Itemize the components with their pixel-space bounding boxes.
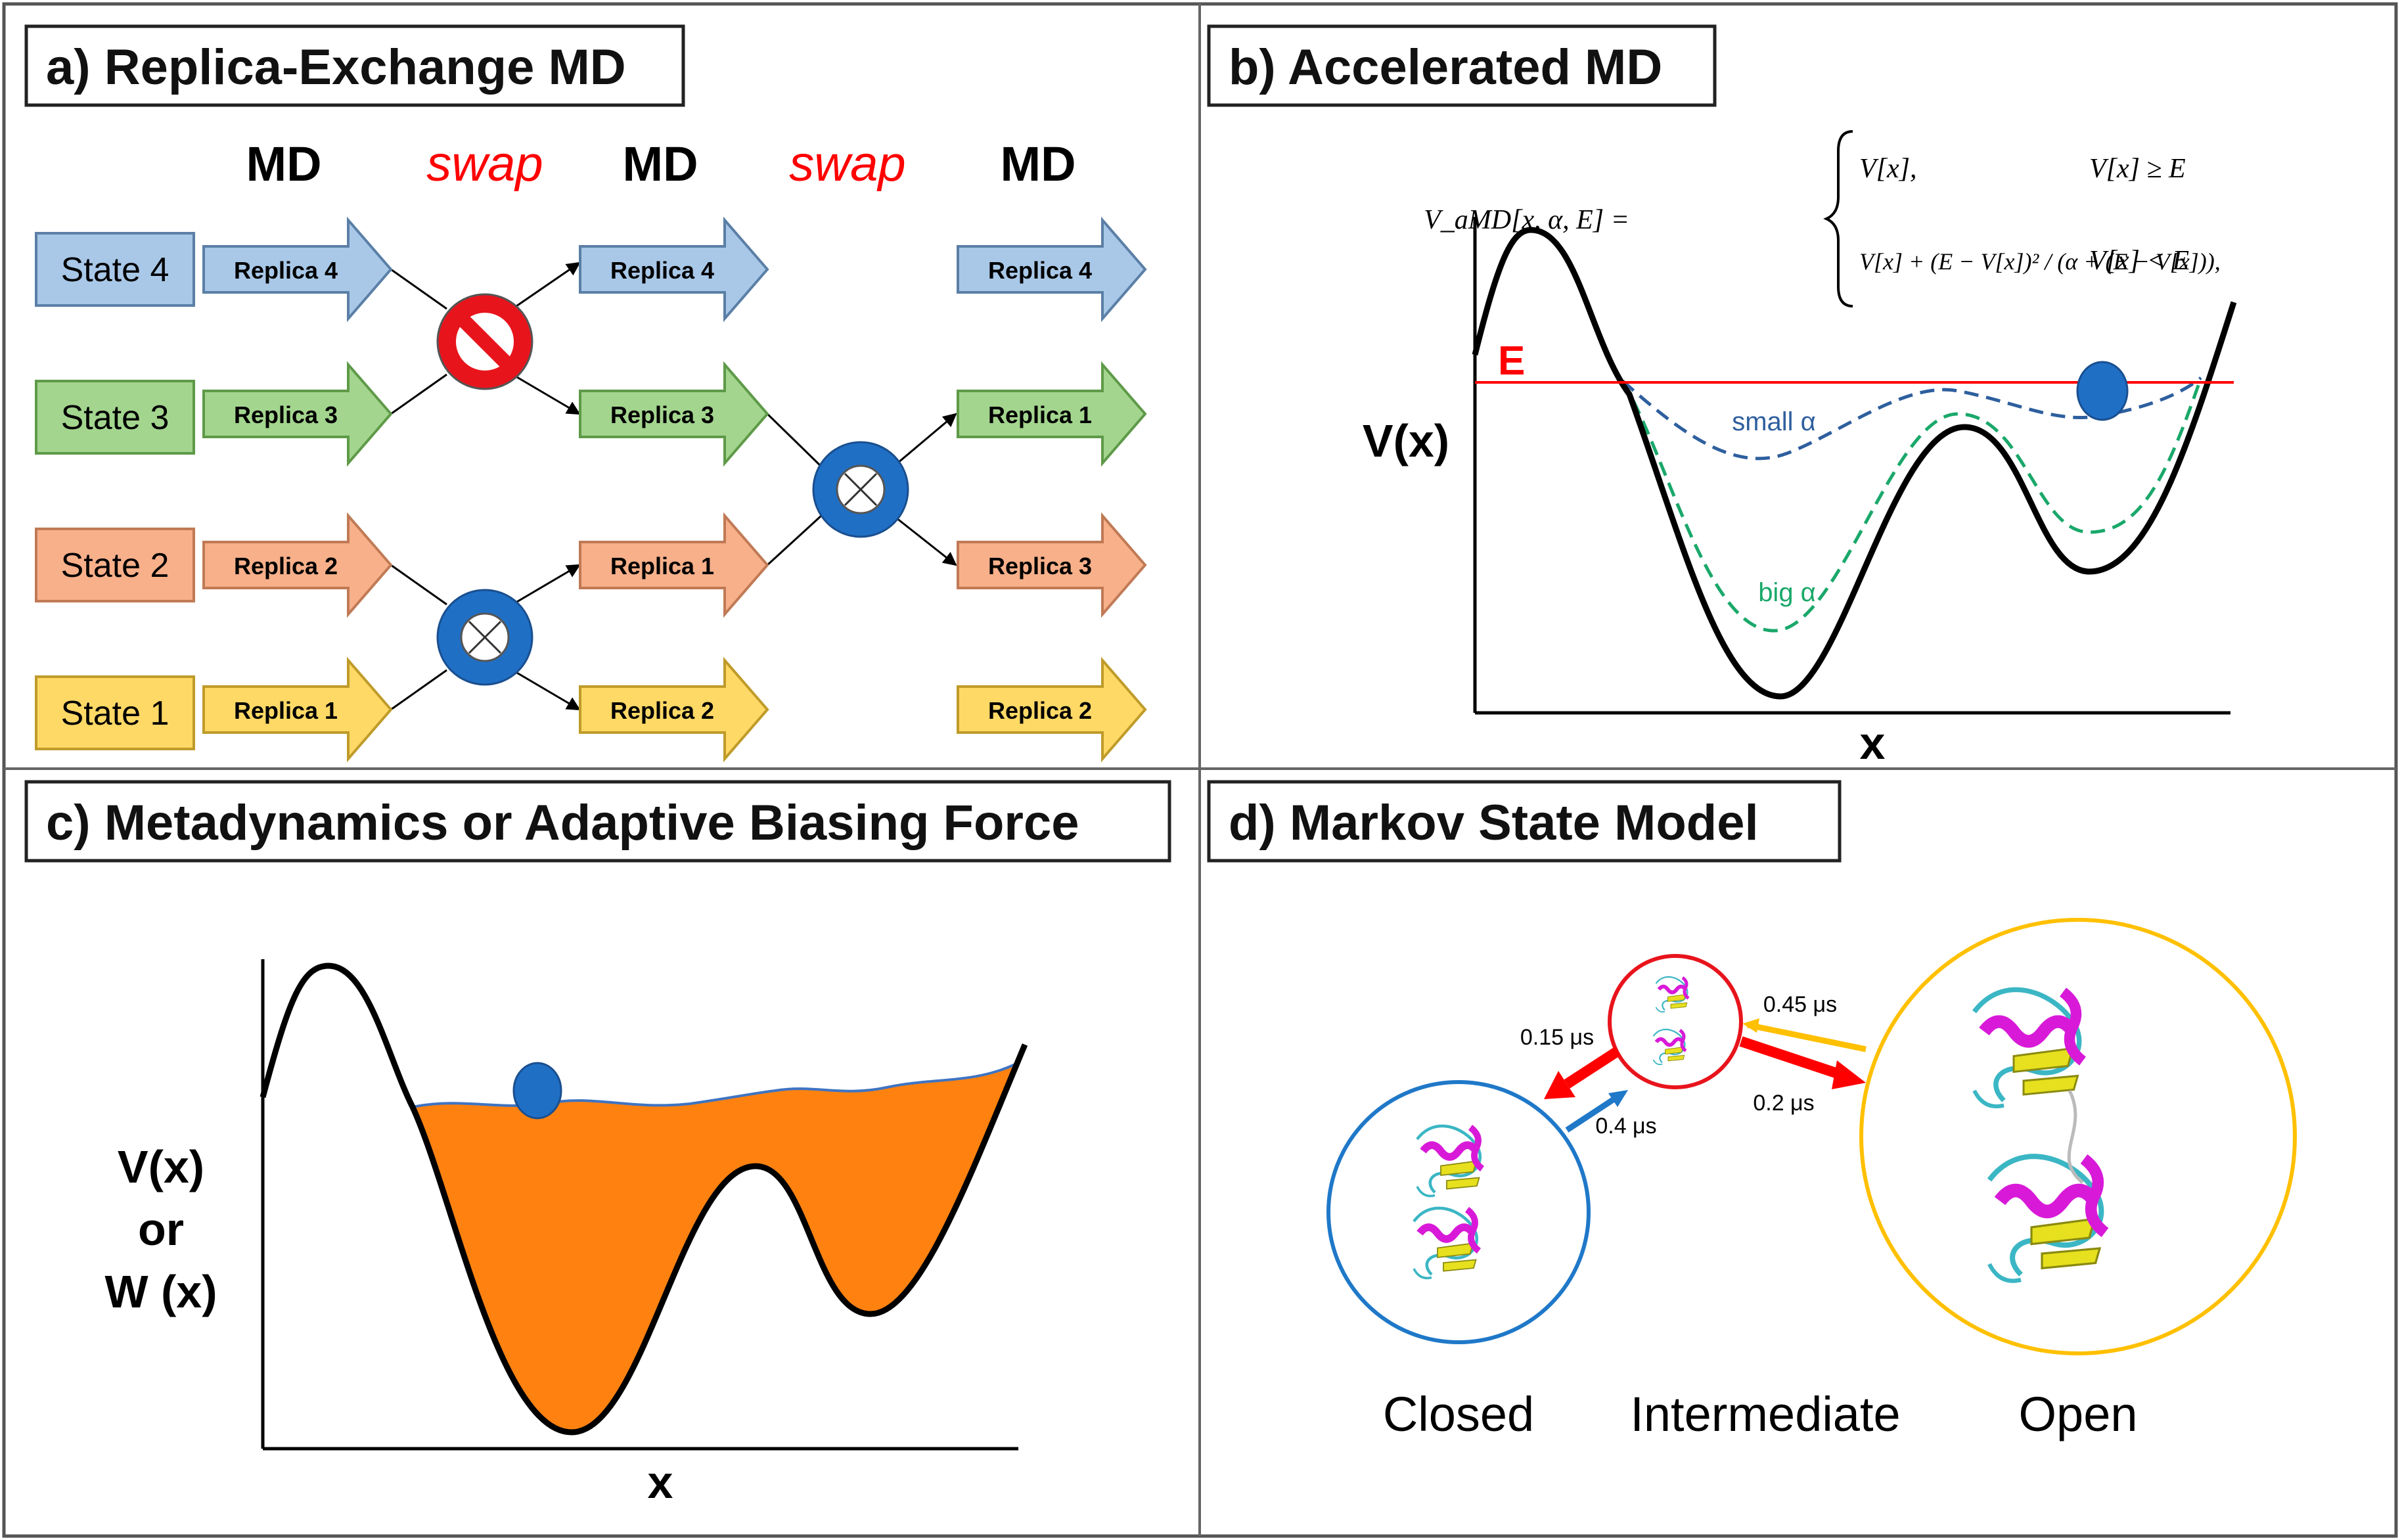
transition-time-to-open: 0.2 μs <box>1753 1091 1814 1116</box>
replica-arrow: Replica 2 <box>579 656 769 763</box>
replica-arrow: Replica 4 <box>202 216 393 323</box>
replica-arrow: Replica 2 <box>202 512 393 618</box>
replica-label: Replica 3 <box>234 401 338 428</box>
big-alpha-curve <box>1621 377 2203 633</box>
state-label: State 4 <box>61 251 170 289</box>
closed-label: Closed <box>1383 1387 1534 1441</box>
panel-a-title-box <box>24 24 685 107</box>
potential-curve <box>260 962 1028 1436</box>
potential-curve <box>1472 227 2237 700</box>
replica-label: Replica 1 <box>610 553 714 579</box>
blocked-swap-icon <box>436 293 533 390</box>
header-swap-1: swap <box>426 136 543 192</box>
panel-d: d) Markov State Model <box>1207 780 2297 1441</box>
state-box-1: State 1 <box>35 675 195 750</box>
replica-arrow: Replica 3 <box>202 361 393 467</box>
open-state <box>1859 918 2297 1355</box>
replica-arrow: Replica 4 <box>957 216 1147 323</box>
replica-label: Replica 1 <box>988 401 1092 428</box>
transition-time-open-back: 0.45 μs <box>1763 992 1837 1017</box>
amd-equation: V_aMD[x, α, E] = V[x], V[x] ≥ E V[x] + (… <box>1424 130 2221 307</box>
state-label: State 3 <box>61 399 170 437</box>
transition-arrows <box>1544 1018 1867 1133</box>
equation-case-1: V[x], <box>1859 154 1917 184</box>
y-axis-label-line-3: W (x) <box>104 1266 217 1317</box>
x-axis-label: x <box>648 1457 673 1508</box>
panel-b-title: b) Accelerated MD <box>1229 39 1662 95</box>
panel-c-title: c) Metadynamics or Adaptive Biasing Forc… <box>46 795 1079 851</box>
allowed-swap-icon <box>812 441 909 538</box>
replica-label: Replica 2 <box>610 697 714 724</box>
state-box-4: State 4 <box>35 232 195 307</box>
replica-arrow: Replica 1 <box>957 361 1147 467</box>
replica-label: Replica 1 <box>234 697 338 724</box>
open-label: Open <box>2018 1387 2137 1441</box>
header-swap-2: swap <box>789 136 905 192</box>
x-axis-label: x <box>1860 717 1886 769</box>
replica-label: Replica 4 <box>610 257 714 284</box>
transition-time-to-intermediate: 0.4 μs <box>1595 1114 1656 1139</box>
intermediate-label: Intermediate <box>1630 1387 1900 1441</box>
state-label: State 2 <box>61 547 170 585</box>
replica-arrow: Replica 1 <box>579 512 769 618</box>
energy-label: E <box>1498 338 1525 384</box>
state-box-3: State 3 <box>35 380 195 455</box>
big-alpha-label: big α <box>1758 578 1816 607</box>
equation-cond-2: V[x] < E <box>2089 246 2189 276</box>
header-md-1: MD <box>246 137 321 191</box>
replica-label: Replica 2 <box>234 553 338 579</box>
closed-state <box>1326 1080 1591 1344</box>
replica-label: Replica 4 <box>234 257 338 284</box>
panel-a-title: a) Replica-Exchange MD <box>46 39 626 95</box>
panel-a: a) Replica-Exchange MD MD swap MD swap M… <box>24 24 1147 763</box>
replica-label: Replica 4 <box>988 257 1092 284</box>
y-axis-label: V(x) <box>1363 415 1449 466</box>
intermediate-to-open-arrow <box>1739 1036 1842 1079</box>
open-to-intermediate-arrow <box>1747 1022 1867 1053</box>
header-md-3: MD <box>1000 137 1075 191</box>
replica-arrow: Replica 4 <box>579 216 769 323</box>
replica-arrow: Replica 3 <box>579 361 769 467</box>
header-md-2: MD <box>622 137 698 191</box>
replica-arrow: Replica 2 <box>957 656 1147 763</box>
replica-arrow: Replica 1 <box>202 656 393 763</box>
small-alpha-label: small α <box>1732 407 1816 436</box>
replica-label: Replica 2 <box>988 697 1092 724</box>
y-axis-label-line-1: V(x) <box>118 1141 204 1192</box>
replica-label: Replica 3 <box>610 401 714 428</box>
panel-c: c) Metadynamics or Adaptive Biasing Forc… <box>24 780 1171 1508</box>
equation-case-2: V[x] + (E − V[x])² / (α + (E − V[x])), <box>1859 248 2221 275</box>
panel-b: b) Accelerated MD V_aMD[x, α, E] = V[x],… <box>1207 24 2237 769</box>
bias-fill <box>413 1064 1015 1432</box>
state-box-2: State 2 <box>35 528 195 602</box>
transition-time-closed: 0.15 μs <box>1520 1025 1594 1050</box>
intermediate-state <box>1608 954 1743 1089</box>
y-axis-label-line-2: or <box>138 1204 184 1255</box>
panel-b-title-box <box>1207 24 1717 107</box>
intermediate-to-closed-arrow <box>1564 1047 1621 1089</box>
panel-c-title-box <box>24 780 1171 863</box>
panel-d-title: d) Markov State Model <box>1229 795 1759 851</box>
closed-to-intermediate-arrow <box>1565 1097 1615 1133</box>
system-ball <box>2076 361 2129 421</box>
replica-arrow: Replica 3 <box>957 512 1147 618</box>
allowed-swap-icon <box>436 589 533 686</box>
equation-cond-1: V[x] ≥ E <box>2089 154 2186 184</box>
state-label: State 1 <box>61 694 170 733</box>
swap-connectors <box>390 261 957 711</box>
panel-d-title-box <box>1207 780 1842 863</box>
system-ball <box>512 1062 562 1120</box>
replica-label: Replica 3 <box>988 553 1092 579</box>
